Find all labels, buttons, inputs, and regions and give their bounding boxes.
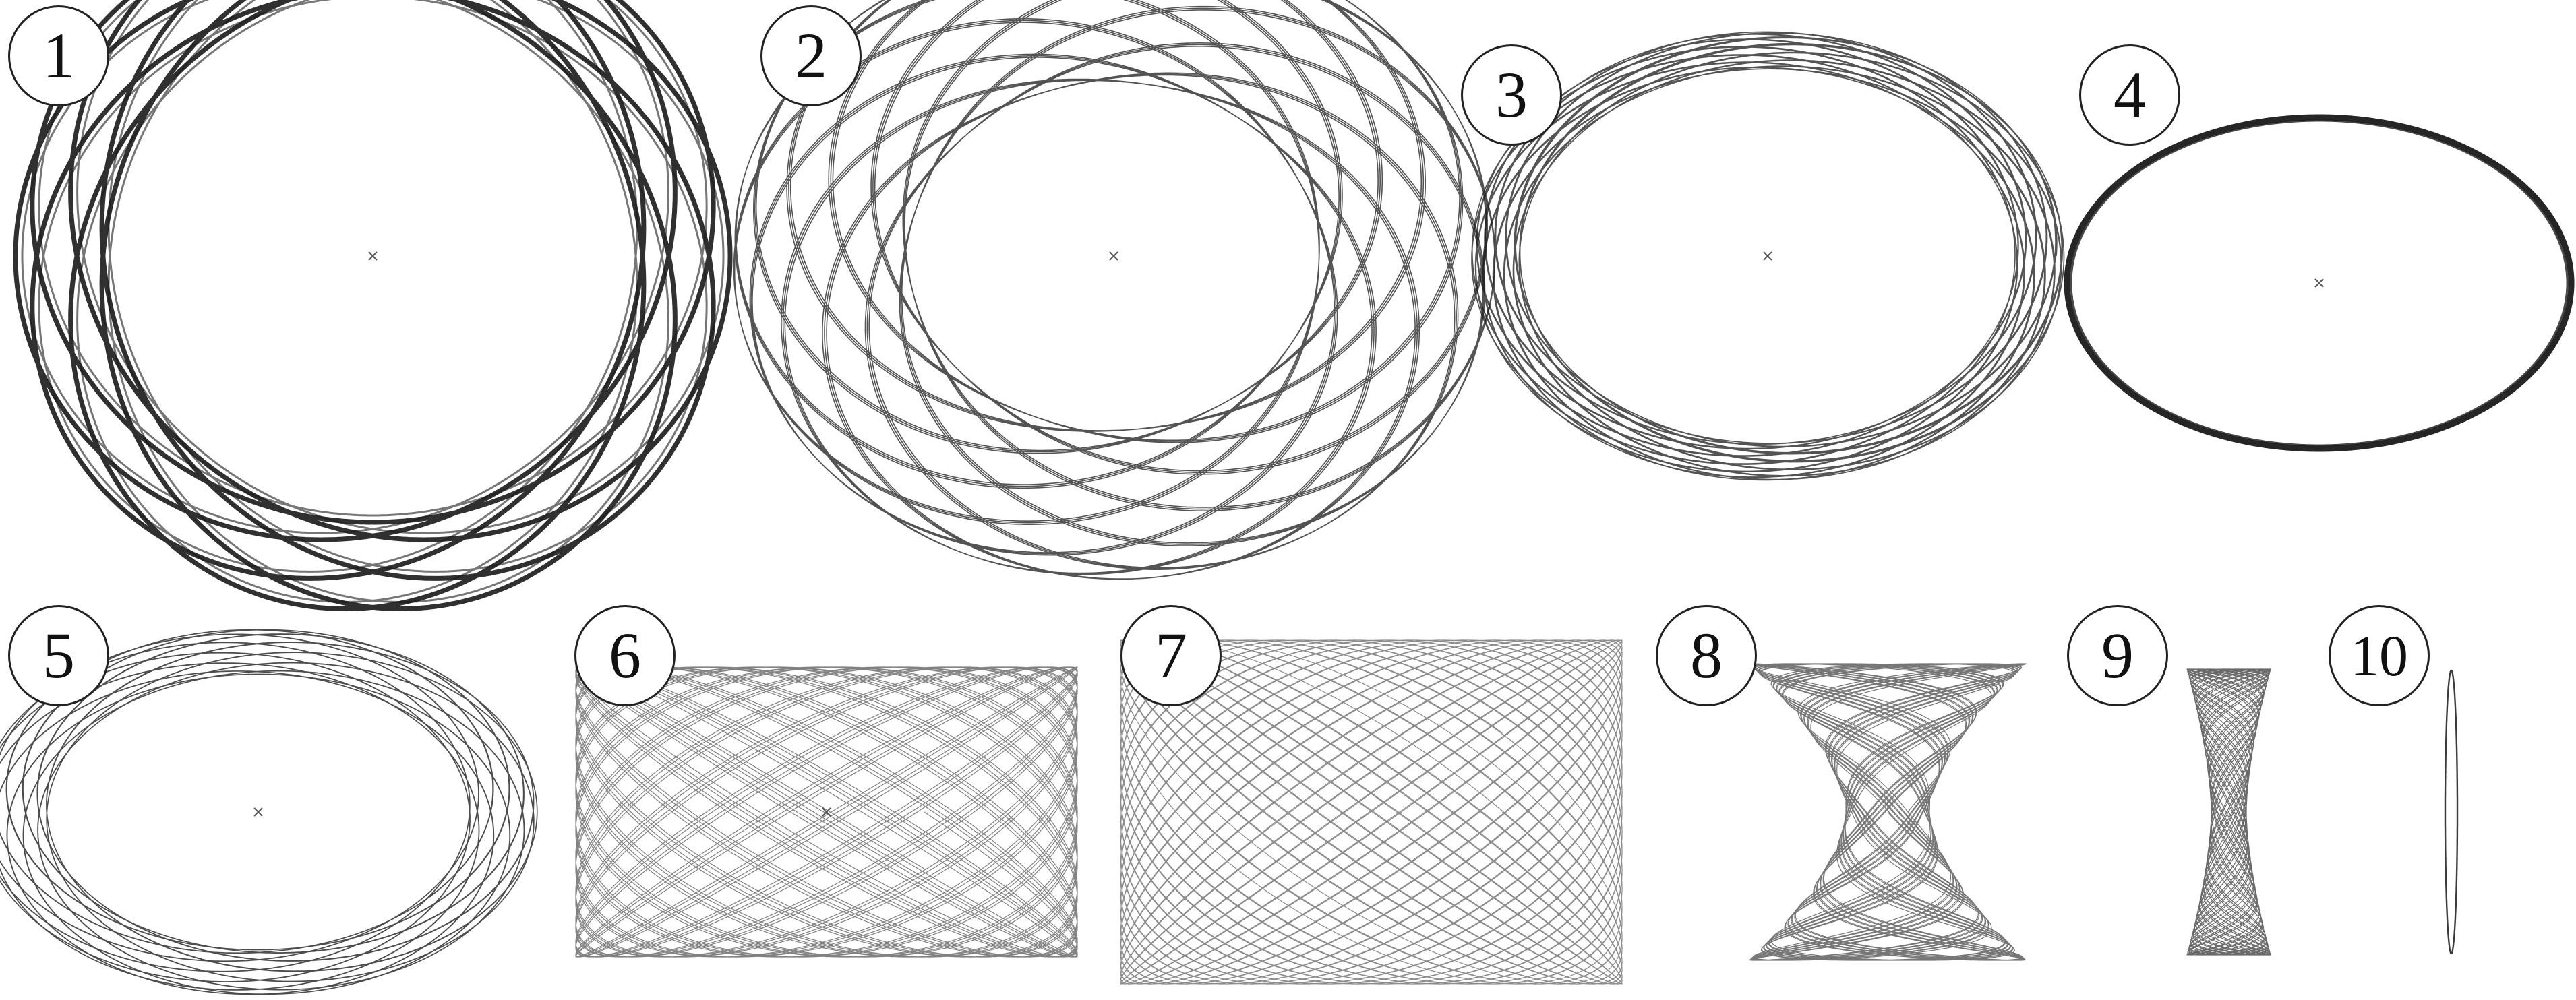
panel-label-8: 8 [1656, 605, 1757, 706]
panel-label-5: 5 [8, 605, 109, 706]
orbit-4-path-inner [2070, 119, 2569, 447]
orbit-1-center-marker [368, 251, 378, 261]
orbit-4-center-marker [2314, 278, 2324, 288]
orbit-2-path [733, 0, 1496, 580]
orbit-3-path [1471, 31, 2065, 481]
orbit-6-center-marker [822, 807, 831, 817]
orbit-5-center-marker [253, 807, 263, 817]
orbit-5-path [0, 629, 538, 995]
panel-label-4: 4 [2079, 44, 2180, 146]
panel-label-7: 7 [1120, 605, 1222, 706]
orbit-1-path-inner [21, 0, 725, 603]
orbit-4-path [2064, 114, 2575, 452]
panel-label-9: 9 [2067, 605, 2168, 706]
orbit-1-path [13, 0, 733, 611]
orbit-9-path [2186, 668, 2271, 956]
orbit-10-path [2444, 669, 2459, 955]
orbit-6-path [575, 666, 1078, 958]
orbit-7-path [1120, 639, 1623, 985]
panel-label-10: 10 [2329, 605, 2430, 706]
orbit-2-center-marker [1109, 251, 1118, 261]
panel-label-6: 6 [574, 605, 676, 706]
orbit-8-path [1749, 663, 2027, 961]
panel-label-2: 2 [760, 5, 862, 106]
panel-label-1: 1 [8, 5, 109, 106]
orbit-3-center-marker [1763, 251, 1772, 261]
panel-label-3: 3 [1461, 44, 1562, 146]
